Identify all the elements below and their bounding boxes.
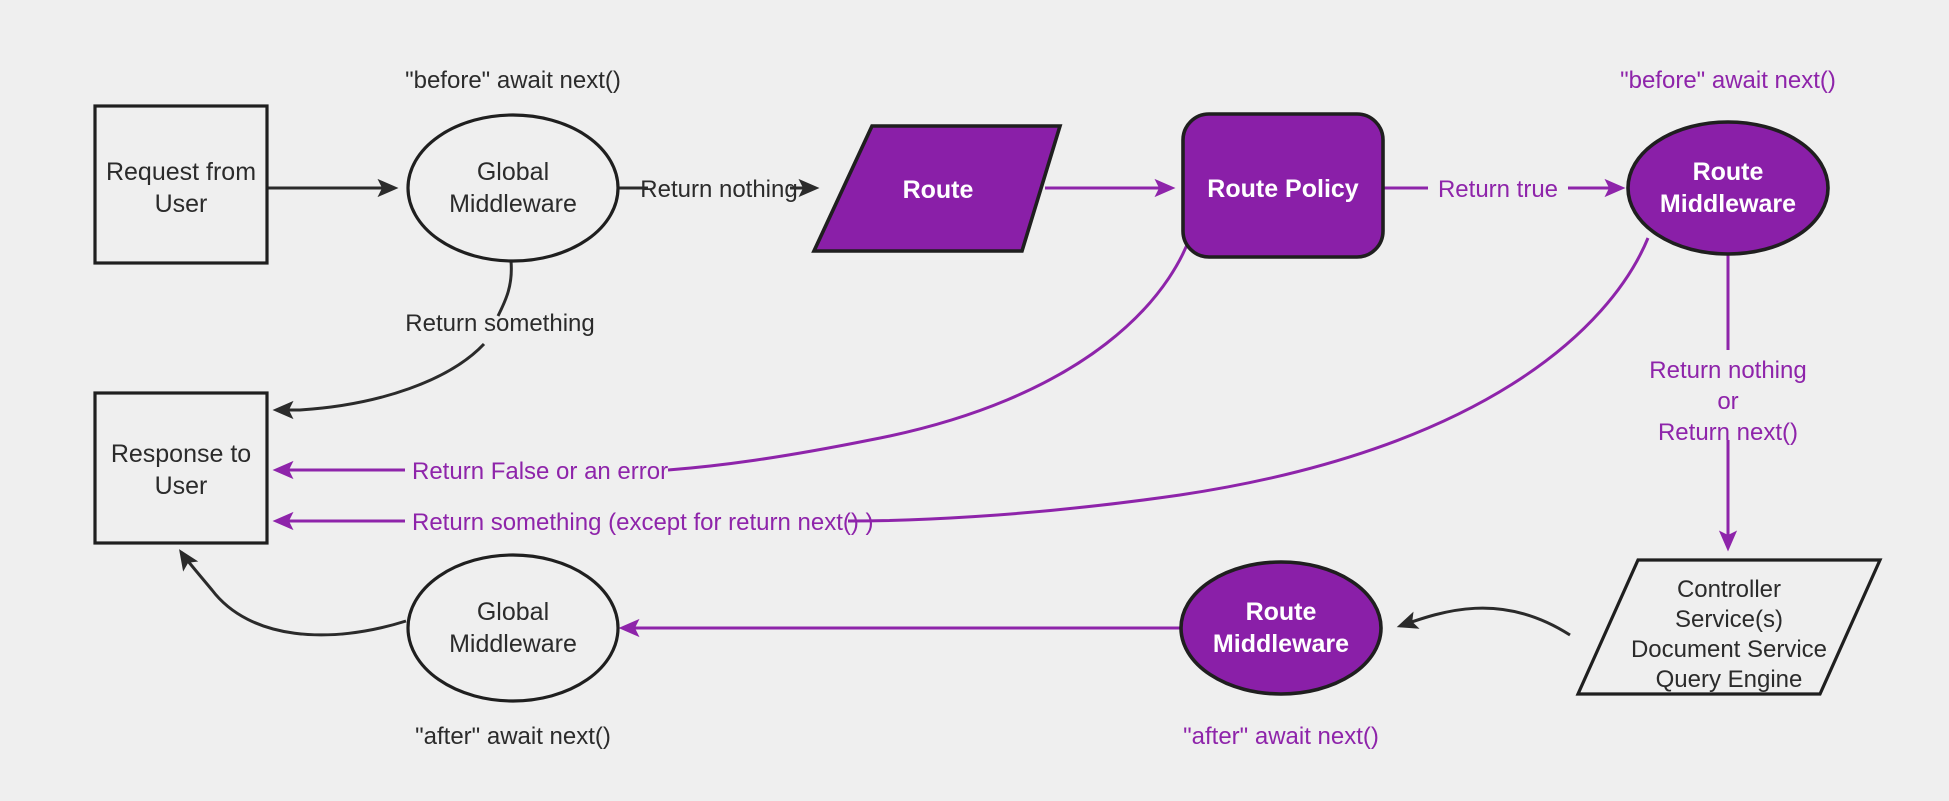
edge-global-return-something-upper [496,260,513,317]
edge-route-middleware-return-something-curve [847,237,1650,523]
node-controller-stack[interactable]: Controller Service(s) Document Service Q… [1575,558,1883,696]
controller-stack-line1: Controller [1677,576,1781,603]
node-global-middleware-top[interactable]: Global Middleware [406,113,620,263]
edge-label-return-nothing-or-next-line2: or [1717,388,1738,415]
controller-stack-line3: Document Service [1631,636,1827,663]
global-middleware-top-line2: Middleware [449,190,577,218]
edge-label-return-nothing-or-next-line1: Return nothing [1649,357,1806,384]
edge-label-return-something-except: Return something (except for return next… [412,509,874,536]
controller-stack-line4: Query Engine [1656,666,1803,693]
response-to-user-line2: User [155,472,208,500]
edge-label-return-nothing: Return nothing [640,176,797,203]
route-middleware-top-line2: Middleware [1660,190,1796,218]
route-middleware-top-line1: Route [1693,158,1764,186]
node-global-middleware-bottom[interactable]: Global Middleware [406,553,620,703]
route-policy-box [1181,112,1385,259]
edge-label-return-something-global: Return something [405,310,594,337]
controller-stack-line2: Service(s) [1675,606,1783,633]
route-label: Route [903,176,974,204]
edge-global-middleware-bottom-to-response [179,549,407,637]
node-route-middleware-top[interactable]: Route Middleware [1626,120,1830,256]
annotation-after-await-next-global: "after" await next() [415,723,611,750]
annotation-after-await-next-route: "after" await next() [1183,723,1379,750]
global-middleware-bottom-line1: Global [477,598,549,626]
node-response-to-user[interactable]: Response to User [93,391,269,545]
global-middleware-top-ellipse [406,113,620,263]
response-to-user-box [93,391,269,545]
route-middleware-bottom-line2: Middleware [1213,630,1349,658]
node-route-middleware-bottom[interactable]: Route Middleware [1179,560,1383,696]
edge-controller-to-route-middleware-bottom [1396,606,1571,637]
controller-stack-parallelogram [1575,558,1883,696]
edge-global-return-something-lower [272,342,486,420]
node-route[interactable]: Route [811,124,1063,253]
edge-label-return-false-or-error: Return False or an error [412,458,668,485]
route-parallelogram [811,124,1063,253]
global-middleware-top-line1: Global [477,158,549,186]
route-policy-label: Route Policy [1207,175,1359,203]
annotation-before-await-next-route: "before" await next() [1620,67,1836,94]
route-middleware-bottom-ellipse [1179,560,1383,696]
route-middleware-bottom-line1: Route [1246,598,1317,626]
node-request-from-user[interactable]: Request from User [93,104,269,265]
node-route-policy[interactable]: Route Policy [1181,112,1385,259]
request-from-user-box [93,104,269,265]
response-to-user-line1: Response to [111,440,251,468]
edge-policy-return-false-curve [667,209,1200,472]
edge-label-return-true: Return true [1438,176,1558,203]
request-from-user-line2: User [155,190,208,218]
annotation-before-await-next-global: "before" await next() [405,67,621,94]
global-middleware-bottom-line2: Middleware [449,630,577,658]
route-middleware-top-ellipse [1626,120,1830,256]
global-middleware-bottom-ellipse [406,553,620,703]
request-from-user-line1: Request from [106,158,256,186]
edge-label-return-nothing-or-next-line3: Return next() [1658,419,1798,446]
